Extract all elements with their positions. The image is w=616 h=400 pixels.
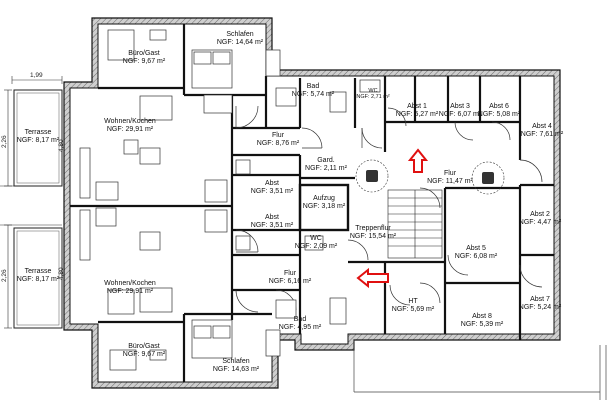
interior-walls (70, 24, 554, 382)
terrace-bottom (13, 227, 63, 329)
entrance-arrow-up (407, 148, 429, 173)
entrance-arrow-left (356, 267, 389, 289)
dimension-terrace-bottom-inner: 4,80 (58, 267, 65, 280)
wheelchair-circles (355, 159, 505, 195)
room-label-gard: Gard.NGF: 2,11 m² (305, 157, 347, 172)
dimension-terrace-top-inner: 4,80 (58, 139, 65, 152)
wheelchair-icon (366, 170, 494, 184)
dimension-width-top: 1,99 (30, 72, 43, 79)
door-swings (235, 105, 543, 313)
dimension-terrace-bottom-height: 2,26 (1, 269, 8, 282)
dimension-terrace-top-height: 2,26 (1, 135, 8, 148)
terrace-top (13, 89, 63, 187)
staircase (387, 189, 443, 259)
furniture (79, 29, 381, 371)
section-lines (353, 340, 607, 400)
